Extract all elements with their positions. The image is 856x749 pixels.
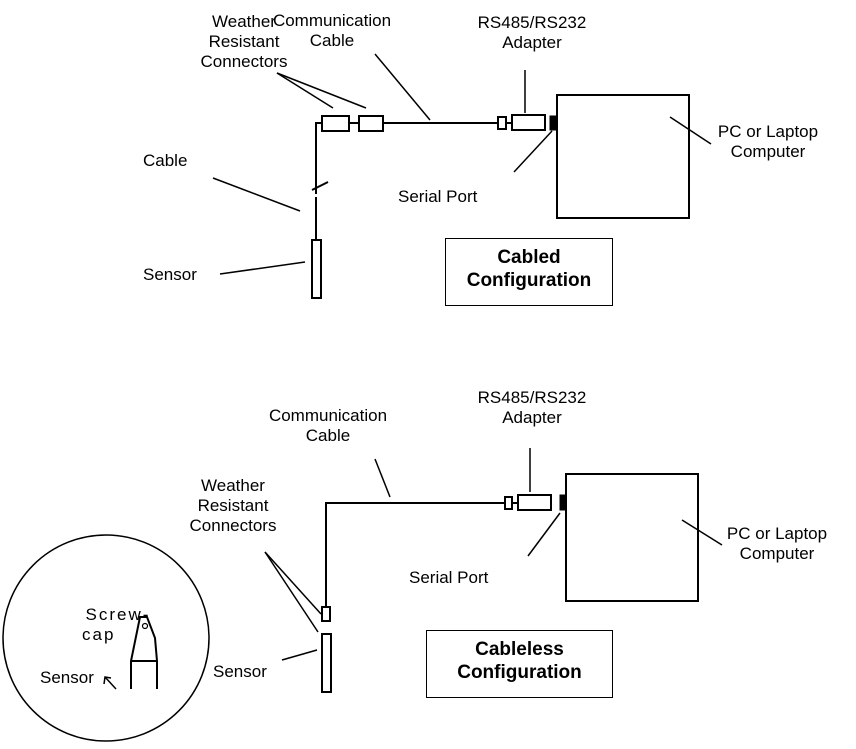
inset-screwcap-line-2: cap bbox=[82, 625, 116, 644]
bottom-adapter-label: RS485/RS232 Adapter bbox=[472, 388, 592, 428]
inset-screwcap-label: Screw- cap bbox=[82, 605, 154, 645]
cableless-configuration-box: Cableless Configuration bbox=[426, 630, 613, 698]
top-pc-computer bbox=[557, 95, 689, 218]
top-sensor bbox=[312, 240, 321, 298]
top-sensor-cable bbox=[316, 123, 322, 194]
bottom-comm-line-1: Communication bbox=[268, 406, 388, 425]
cabled-configuration-box: Cabled Configuration bbox=[445, 238, 613, 306]
bottom-adapter-line-2: Adapter bbox=[502, 408, 562, 427]
bottom-adapter bbox=[518, 495, 551, 510]
cabled-title-line-1: Cabled bbox=[497, 247, 561, 268]
top-adapter bbox=[512, 115, 545, 130]
bottom-computer-line-1: PC or Laptop bbox=[726, 524, 828, 543]
bottom-weather-line-3: Connectors bbox=[189, 516, 277, 535]
bottom-weather-connectors-label: Weather Resistant Connectors bbox=[183, 476, 283, 536]
bottom-adapter-plug bbox=[505, 497, 512, 509]
bottom-pc-computer bbox=[566, 474, 698, 601]
cableless-title-line-1: Cableless bbox=[475, 639, 564, 660]
top-comm-line-2: Cable bbox=[309, 31, 355, 50]
bottom-serial-port-label: Serial Port bbox=[409, 568, 489, 587]
bottom-serial-port bbox=[560, 495, 566, 510]
top-computer-line-1: PC or Laptop bbox=[717, 122, 819, 141]
inset-screwcap-line-1: Screw- bbox=[85, 605, 151, 624]
bottom-adapter-line-1: RS485/RS232 bbox=[477, 388, 587, 407]
top-comm-line-1: Communication bbox=[272, 11, 392, 30]
top-computer-label: PC or Laptop Computer bbox=[712, 122, 824, 162]
bottom-connector bbox=[322, 607, 330, 621]
top-adapter-line-2: Adapter bbox=[502, 33, 562, 52]
inset-sensor-detail bbox=[3, 535, 209, 741]
top-weather-line-2: Resistant bbox=[208, 32, 280, 51]
bottom-weather-line-2: Resistant bbox=[197, 496, 269, 515]
bottom-sensor-label: Sensor bbox=[213, 662, 267, 681]
inset-sensor-label: Sensor bbox=[40, 668, 94, 687]
cableless-title-line-2: Configuration bbox=[457, 662, 582, 683]
bottom-weather-line-1: Weather bbox=[201, 476, 265, 495]
top-sensor-label: Sensor bbox=[143, 265, 197, 284]
top-serial-port-label: Serial Port bbox=[398, 187, 478, 206]
top-serial-port bbox=[550, 116, 556, 130]
top-communication-cable-label: Communication Cable bbox=[268, 11, 396, 51]
top-computer-line-2: Computer bbox=[730, 142, 806, 161]
bottom-computer-line-2: Computer bbox=[739, 544, 815, 563]
bottom-comm-line-2: Cable bbox=[305, 426, 351, 445]
top-connector-left bbox=[322, 116, 349, 131]
top-connector-right bbox=[359, 116, 383, 131]
bottom-communication-cable bbox=[326, 503, 505, 607]
bottom-communication-cable-label: Communication Cable bbox=[264, 406, 392, 446]
top-cable-label: Cable bbox=[143, 151, 188, 170]
cabled-title-line-2: Configuration bbox=[466, 270, 592, 291]
top-weather-line-1: Weather bbox=[212, 12, 276, 31]
top-adapter-plug bbox=[498, 117, 506, 129]
top-adapter-label: RS485/RS232 Adapter bbox=[472, 13, 592, 53]
top-weather-line-3: Connectors bbox=[200, 52, 288, 71]
bottom-sensor bbox=[322, 634, 331, 692]
top-adapter-line-1: RS485/RS232 bbox=[477, 13, 587, 32]
bottom-computer-label: PC or Laptop Computer bbox=[721, 524, 833, 564]
top-weather-connectors-label: Weather Resistant Connectors bbox=[194, 12, 294, 72]
